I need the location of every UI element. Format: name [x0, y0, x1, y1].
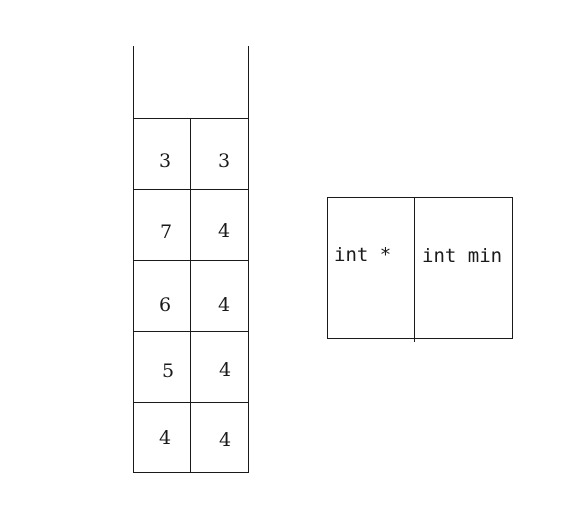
stack-cell-value: 5 [162, 360, 174, 382]
stack-cell-min: 4 [218, 220, 230, 242]
stack-cell-min: 4 [219, 359, 231, 381]
node-min-field: int min [422, 245, 502, 267]
node-box [327, 197, 513, 339]
stack-cell-min: 4 [219, 429, 231, 451]
stack-cell-value: 4 [159, 427, 171, 449]
stack-cell-value: 6 [159, 294, 171, 316]
stack-cell-value: 7 [160, 221, 172, 243]
node-pointer-field: int * [334, 244, 391, 266]
stack-cell-value: 3 [159, 150, 171, 172]
stack-cell-min: 3 [218, 150, 230, 172]
stack-cell-min: 4 [218, 294, 230, 316]
